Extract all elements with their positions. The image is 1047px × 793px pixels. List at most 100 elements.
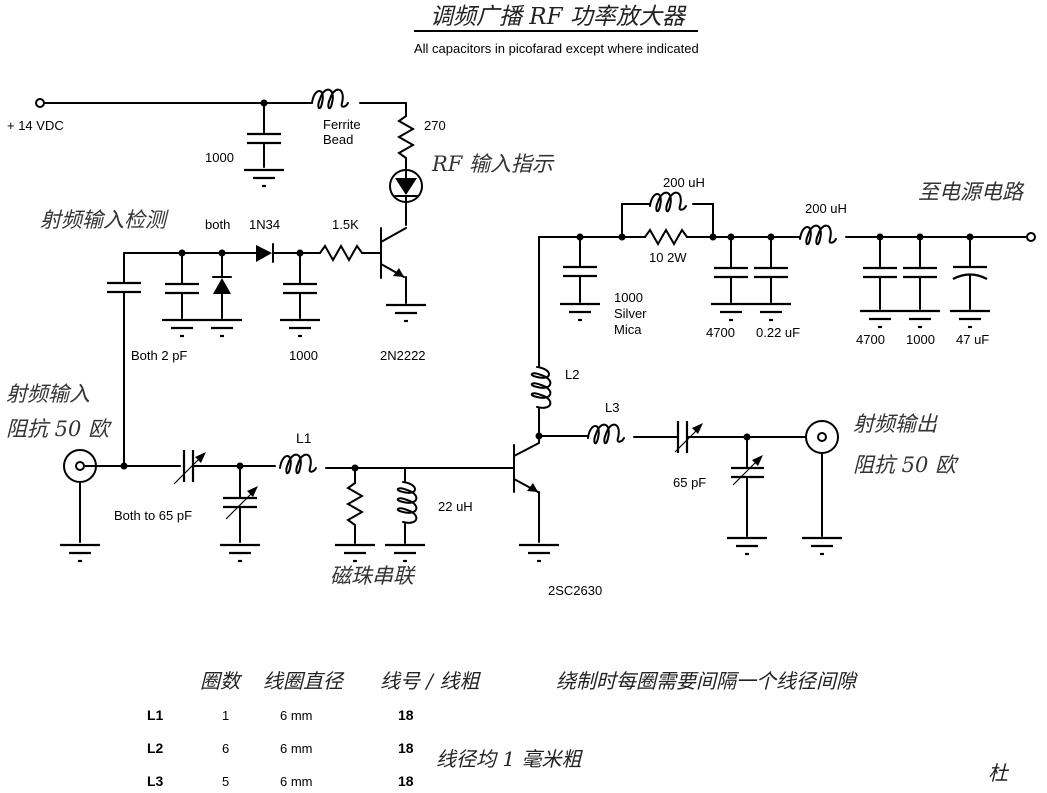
- rf-input-label-2: 阻抗 50 欧: [6, 417, 112, 441]
- supply-terminal: [35, 98, 45, 108]
- header-gauge: 线号 / 线粗: [380, 669, 481, 693]
- q2-label: 2SC2630: [548, 583, 602, 598]
- inductor-l3: [587, 423, 625, 445]
- diode-label: 1N34: [249, 217, 280, 232]
- variable-cap-shunt-icon: [218, 465, 262, 563]
- r-base-label: 1.5K: [332, 217, 359, 232]
- svg-text:18: 18: [398, 740, 414, 756]
- c-supply-1000: [245, 132, 283, 145]
- both-label: both: [205, 217, 230, 232]
- ground-icon: [333, 543, 377, 563]
- resistor-bias: [347, 482, 363, 526]
- ground-icon: [800, 536, 844, 556]
- svg-text:6 mm: 6 mm: [280, 774, 313, 789]
- c-4700-b-label: 4700: [856, 332, 885, 347]
- l2-label: L2: [565, 367, 579, 382]
- supply-section: + 14 VDC 1000 Ferrite Bead 270 RF 输入指示: [7, 88, 555, 226]
- ground-icon: [383, 543, 427, 563]
- ground-icon: [898, 309, 942, 329]
- rf-output-label-1: 射频输出: [853, 412, 938, 436]
- c-shunt-2pf: [163, 282, 201, 295]
- detector-title: 射频输入检测: [40, 208, 169, 232]
- c-4700-b: [861, 266, 899, 279]
- c-out-var-label: 65 pF: [673, 475, 706, 490]
- coil-table: 圈数 线圈直径 线号 / 线粗 绕制时每圈需要间隔一个线径间隙 L1 1 6 m…: [147, 669, 858, 789]
- both-2pf-label: Both 2 pF: [131, 348, 187, 363]
- c-detector-1000: [281, 282, 319, 295]
- resistor-270: [398, 115, 414, 159]
- rf-output-connector-icon[interactable]: [805, 420, 839, 454]
- power-terminal: [1026, 232, 1036, 242]
- c-mica-label-3: Mica: [614, 322, 642, 337]
- led-icon: [389, 169, 423, 226]
- ground-icon: [749, 302, 793, 322]
- ground-icon: [160, 318, 204, 338]
- c-1000-b-label: 1000: [906, 332, 935, 347]
- svg-text:1: 1: [222, 708, 229, 723]
- c-mica-label-2: Silver: [614, 306, 647, 321]
- output-section: L2 L3 65 pF 射频输出 阻抗 50 欧: [530, 236, 959, 556]
- svg-text:5: 5: [222, 774, 229, 789]
- ind-200-a-label: 200 uH: [663, 175, 705, 190]
- q1-label: 2N2222: [380, 348, 426, 363]
- transistor-q2-icon: [513, 442, 561, 563]
- r-led-label: 270: [424, 118, 446, 133]
- header-diameter: 线圈直径: [263, 669, 345, 693]
- ind-200-b-label: 200 uH: [805, 201, 847, 216]
- rf-input-section: 射频输入 阻抗 50 欧 Both to 65 pF: [6, 382, 515, 588]
- supply-label: + 14 VDC: [7, 118, 64, 133]
- c-47uf-label: 47 uF: [956, 332, 989, 347]
- ferrite-label-1: Ferrite: [323, 117, 361, 132]
- c-47uf-electrolytic-icon: [948, 236, 992, 329]
- led-indicator-label: RF 输入指示: [431, 152, 555, 176]
- l3-label: L3: [605, 400, 619, 415]
- svg-text:6 mm: 6 mm: [280, 708, 313, 723]
- inductor-200uh-b: [799, 224, 837, 246]
- variable-cap-out-shunt-icon: [725, 436, 769, 556]
- ground-icon: [242, 168, 286, 188]
- subtitle: All capacitors in picofarad except where…: [414, 41, 699, 56]
- svg-text:18: 18: [398, 707, 414, 723]
- power-circuit-label: 至电源电路: [918, 180, 1025, 204]
- inductor-22uh: [396, 481, 418, 524]
- both-65pf-label: Both to 65 pF: [114, 508, 192, 523]
- ferrite-label-2: Bead: [323, 132, 353, 147]
- svg-text:L2: L2: [147, 740, 164, 756]
- signature: 杜: [988, 761, 1010, 785]
- svg-text:L3: L3: [147, 773, 164, 789]
- l1-label: L1: [296, 430, 312, 446]
- inductor-200uh-a: [649, 191, 687, 213]
- transistor-q1-icon: [380, 227, 428, 323]
- ground-icon: [58, 543, 102, 563]
- power-filter-section: 至电源电路 200 uH 10 2W 1000 Silver Mica 4700: [538, 175, 1036, 347]
- rf-input-label-1: 射频输入: [6, 382, 90, 406]
- c-4700-a-label: 4700: [706, 325, 735, 340]
- svg-text:18: 18: [398, 773, 414, 789]
- c-022-label: 0.22 uF: [756, 325, 800, 340]
- wire-note: 线径均 1 毫米粗: [436, 747, 583, 771]
- ind-22-label: 22 uH: [438, 499, 473, 514]
- table-row: L1 1 6 mm 18: [147, 707, 414, 723]
- ground-icon: [558, 302, 602, 322]
- c-supply-label: 1000: [205, 150, 234, 165]
- c-mica-label-1: 1000: [614, 290, 643, 305]
- inductor-l2: [530, 366, 552, 409]
- bead-series-label: 磁珠串联: [330, 564, 416, 588]
- rf-output-label-2: 阻抗 50 欧: [853, 453, 959, 477]
- svg-text:6 mm: 6 mm: [280, 741, 313, 756]
- svg-text:6: 6: [222, 741, 229, 756]
- c-0-22uf: [752, 266, 790, 279]
- ground-icon: [278, 318, 322, 338]
- diode-1n34-icon: [256, 243, 274, 263]
- ground-icon: [709, 302, 753, 322]
- detector-section: 射频输入检测 both 1N34 1.5K 2N2222: [40, 208, 428, 467]
- r-10-label: 10 2W: [649, 250, 687, 265]
- ground-icon: [858, 309, 902, 329]
- inductor-l1: [279, 453, 317, 475]
- header-turns: 圈数: [200, 669, 243, 693]
- c-1000-b: [901, 266, 939, 279]
- winding-note: 绕制时每圈需要间隔一个线径间隙: [556, 669, 858, 693]
- c-det-label: 1000: [289, 348, 318, 363]
- table-row: L2 6 6 mm 18: [147, 740, 414, 756]
